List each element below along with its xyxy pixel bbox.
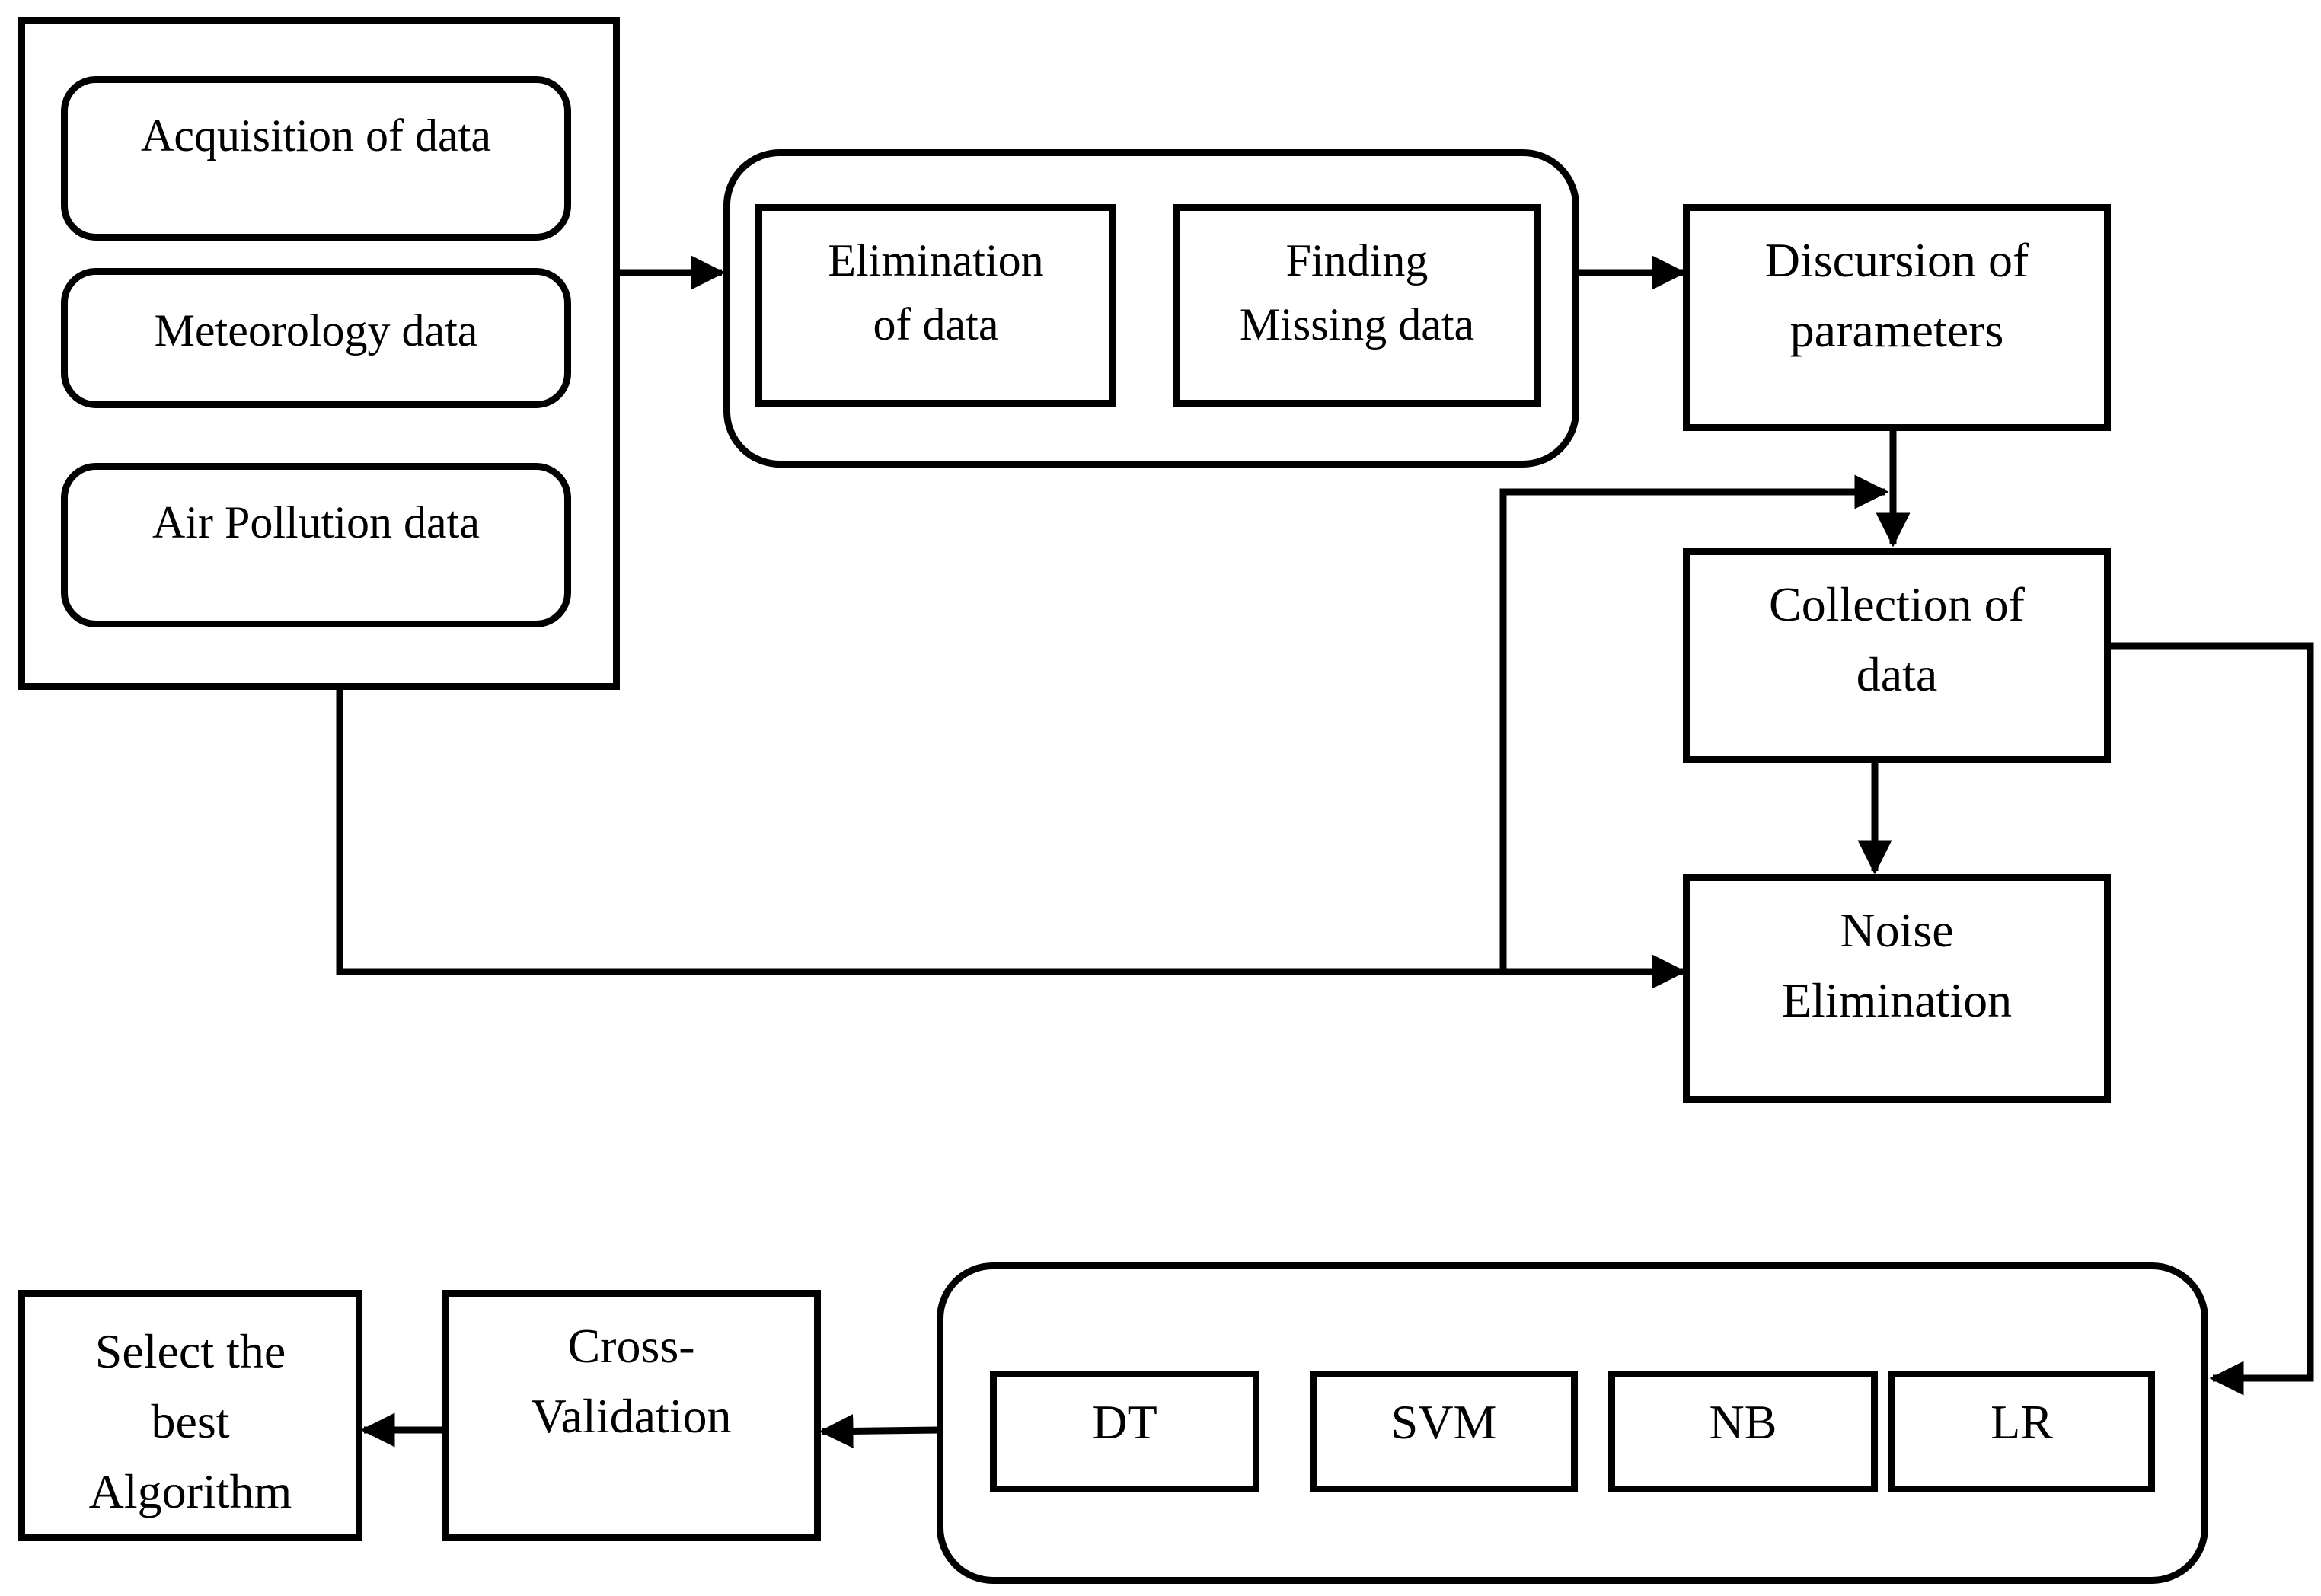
arrow-collection-to-models [2109, 642, 2314, 1396]
model-label-dt: DT [1092, 1395, 1157, 1449]
select-best-line-2: best [151, 1394, 230, 1448]
arrow-feedback-to-collection [1499, 474, 1889, 972]
discursion-line-1: Discursion of [1764, 233, 2029, 287]
meteorology-box [61, 268, 571, 408]
noise-line-1: Noise [1840, 903, 1954, 957]
model-label-lr: LR [1991, 1395, 2053, 1449]
select-best-box [18, 1290, 362, 1541]
finding-missing-line-2: Missing data [1239, 299, 1475, 350]
noise-line-2: Elimination [1781, 973, 2013, 1027]
finding-missing-box [1173, 204, 1541, 407]
model-box-dt [990, 1371, 1259, 1492]
collection-line-1: Collection of [1769, 577, 2025, 631]
discursion-box [1683, 204, 2111, 431]
discursion-line-2: parameters [1789, 303, 2004, 357]
elimination-box [755, 204, 1116, 407]
acquisition-box [61, 76, 571, 241]
arrow-data-to-noise [336, 688, 1687, 989]
collection-box [1683, 548, 2111, 763]
cross-validation-line-2: Validation [531, 1389, 732, 1443]
elimination-line-1: Elimination [828, 235, 1044, 286]
model-box-lr [1888, 1371, 2155, 1492]
model-label-svm: SVM [1390, 1395, 1497, 1449]
model-box-svm [1310, 1371, 1578, 1492]
cross-validation-line-1: Cross- [567, 1319, 695, 1373]
finding-missing-line-1: Finding [1285, 235, 1429, 286]
model-label-nb: NB [1709, 1395, 1777, 1449]
cross-validation-box [442, 1290, 821, 1541]
select-best-line-3: Algorithm [88, 1464, 292, 1518]
meteorology-label: Meteorology data [154, 305, 478, 356]
air-pollution-box [61, 463, 571, 627]
acquisition-label: Acquisition of data [141, 110, 491, 161]
noise-box [1683, 874, 2111, 1103]
air-pollution-label: Air Pollution data [152, 497, 480, 547]
arrow-models-to-crossval [819, 1413, 939, 1448]
collection-line-2: data [1856, 647, 1938, 701]
elimination-line-2: of data [873, 299, 999, 350]
model-box-nb [1608, 1371, 1878, 1492]
select-best-line-1: Select the [94, 1324, 286, 1378]
